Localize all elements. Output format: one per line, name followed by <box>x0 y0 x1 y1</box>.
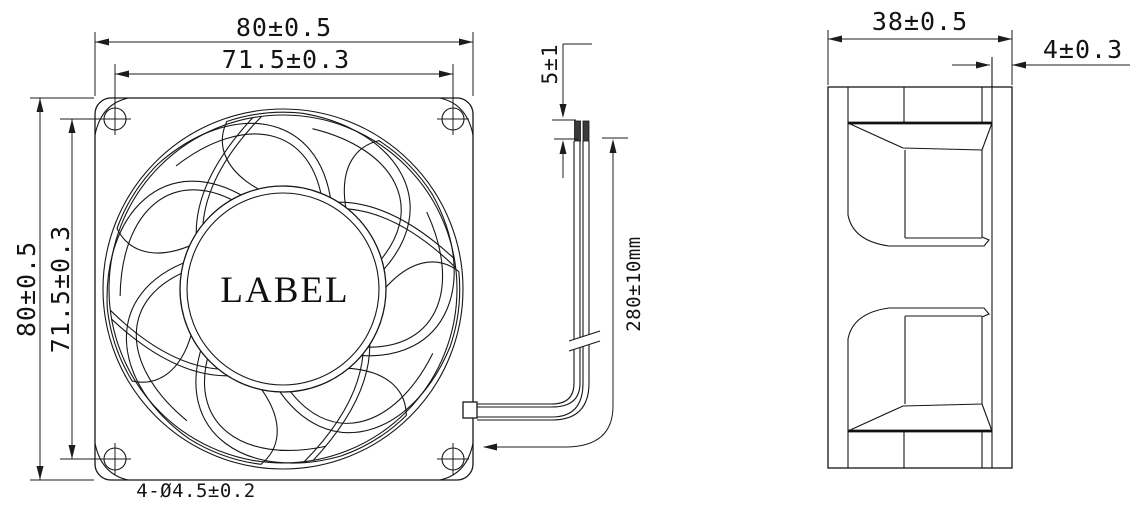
dim-front-width: 80±0.5 <box>94 13 474 96</box>
dim-side-flange-text: 4±0.3 <box>1043 35 1123 64</box>
dim-strip-length-text: 5±1 <box>538 44 562 85</box>
dim-mounting-holes-text: 4-Ø4.5±0.2 <box>136 480 255 502</box>
wire-exit-tab <box>462 401 478 419</box>
bare-lead-2 <box>582 120 590 142</box>
dim-wire-length: 280±10mm <box>483 137 645 451</box>
dim-front-width-text: 80±0.5 <box>236 13 332 42</box>
front-view-linework: LABEL <box>49 55 505 511</box>
bare-lead-1 <box>574 120 581 142</box>
dim-front-hole-spacing-h-text: 71.5±0.3 <box>222 45 350 74</box>
dim-front-hole-spacing-v-text: 71.5±0.3 <box>46 225 75 353</box>
side-view-outline <box>827 86 1013 469</box>
dim-front-height-text: 80±0.5 <box>12 241 41 337</box>
dim-front-hole-spacing-v: 71.5±0.3 <box>46 118 104 460</box>
fan-frame-outline <box>94 97 474 481</box>
dim-front-height: 80±0.5 <box>12 97 94 481</box>
dim-side-depth-text: 38±0.5 <box>872 7 968 36</box>
dim-strip-length: 5±1 <box>538 43 592 178</box>
dim-front-hole-spacing-h: 71.5±0.3 <box>114 45 454 106</box>
dim-wire-length-text: 280±10mm <box>623 236 645 332</box>
side-view-linework <box>827 57 1013 469</box>
hub-circle <box>179 185 387 393</box>
mounting-holes <box>99 103 469 475</box>
dim-side-flange: 4±0.3 <box>952 35 1130 69</box>
hub-label: LABEL <box>220 270 349 311</box>
dim-side-depth: 38±0.5 <box>827 7 1013 85</box>
wire-leads-linework <box>462 120 601 421</box>
